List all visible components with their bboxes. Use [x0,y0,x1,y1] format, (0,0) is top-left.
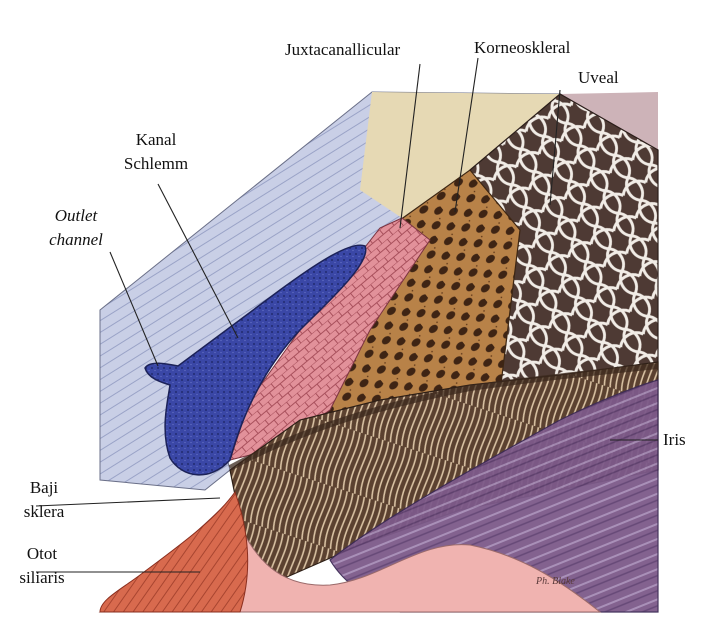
label-kanal-schlemm-line2: Schlemm [112,154,200,174]
label-outlet-channel-line2: channel [36,230,116,250]
label-baji-sklera-line1: Baji [14,478,74,498]
label-juxtacanalicular: Juxtacanallicular [285,40,400,60]
label-kanal-schlemm-line1: Kanal [112,130,200,150]
label-otot-siliaris-line1: Otot [10,544,74,564]
label-iris: Iris [663,430,686,450]
label-uveal: Uveal [578,68,619,88]
label-outlet-channel-line1: Outlet [36,206,116,226]
artist-signature: Ph. Blake [536,572,575,592]
label-baji-sklera-line2: sklera [14,502,74,522]
ciliary-muscle [100,492,248,612]
label-korneoskleral: Korneoskleral [474,38,570,58]
label-otot-siliaris-line2: siliaris [10,568,74,588]
